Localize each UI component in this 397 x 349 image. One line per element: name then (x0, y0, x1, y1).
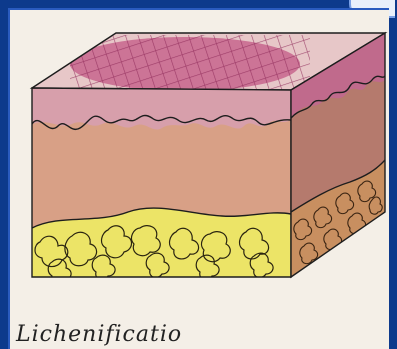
diagram-caption: Lichenificatio (16, 322, 182, 347)
criss-cross-lines-icon (70, 35, 310, 95)
front-face (32, 88, 291, 283)
